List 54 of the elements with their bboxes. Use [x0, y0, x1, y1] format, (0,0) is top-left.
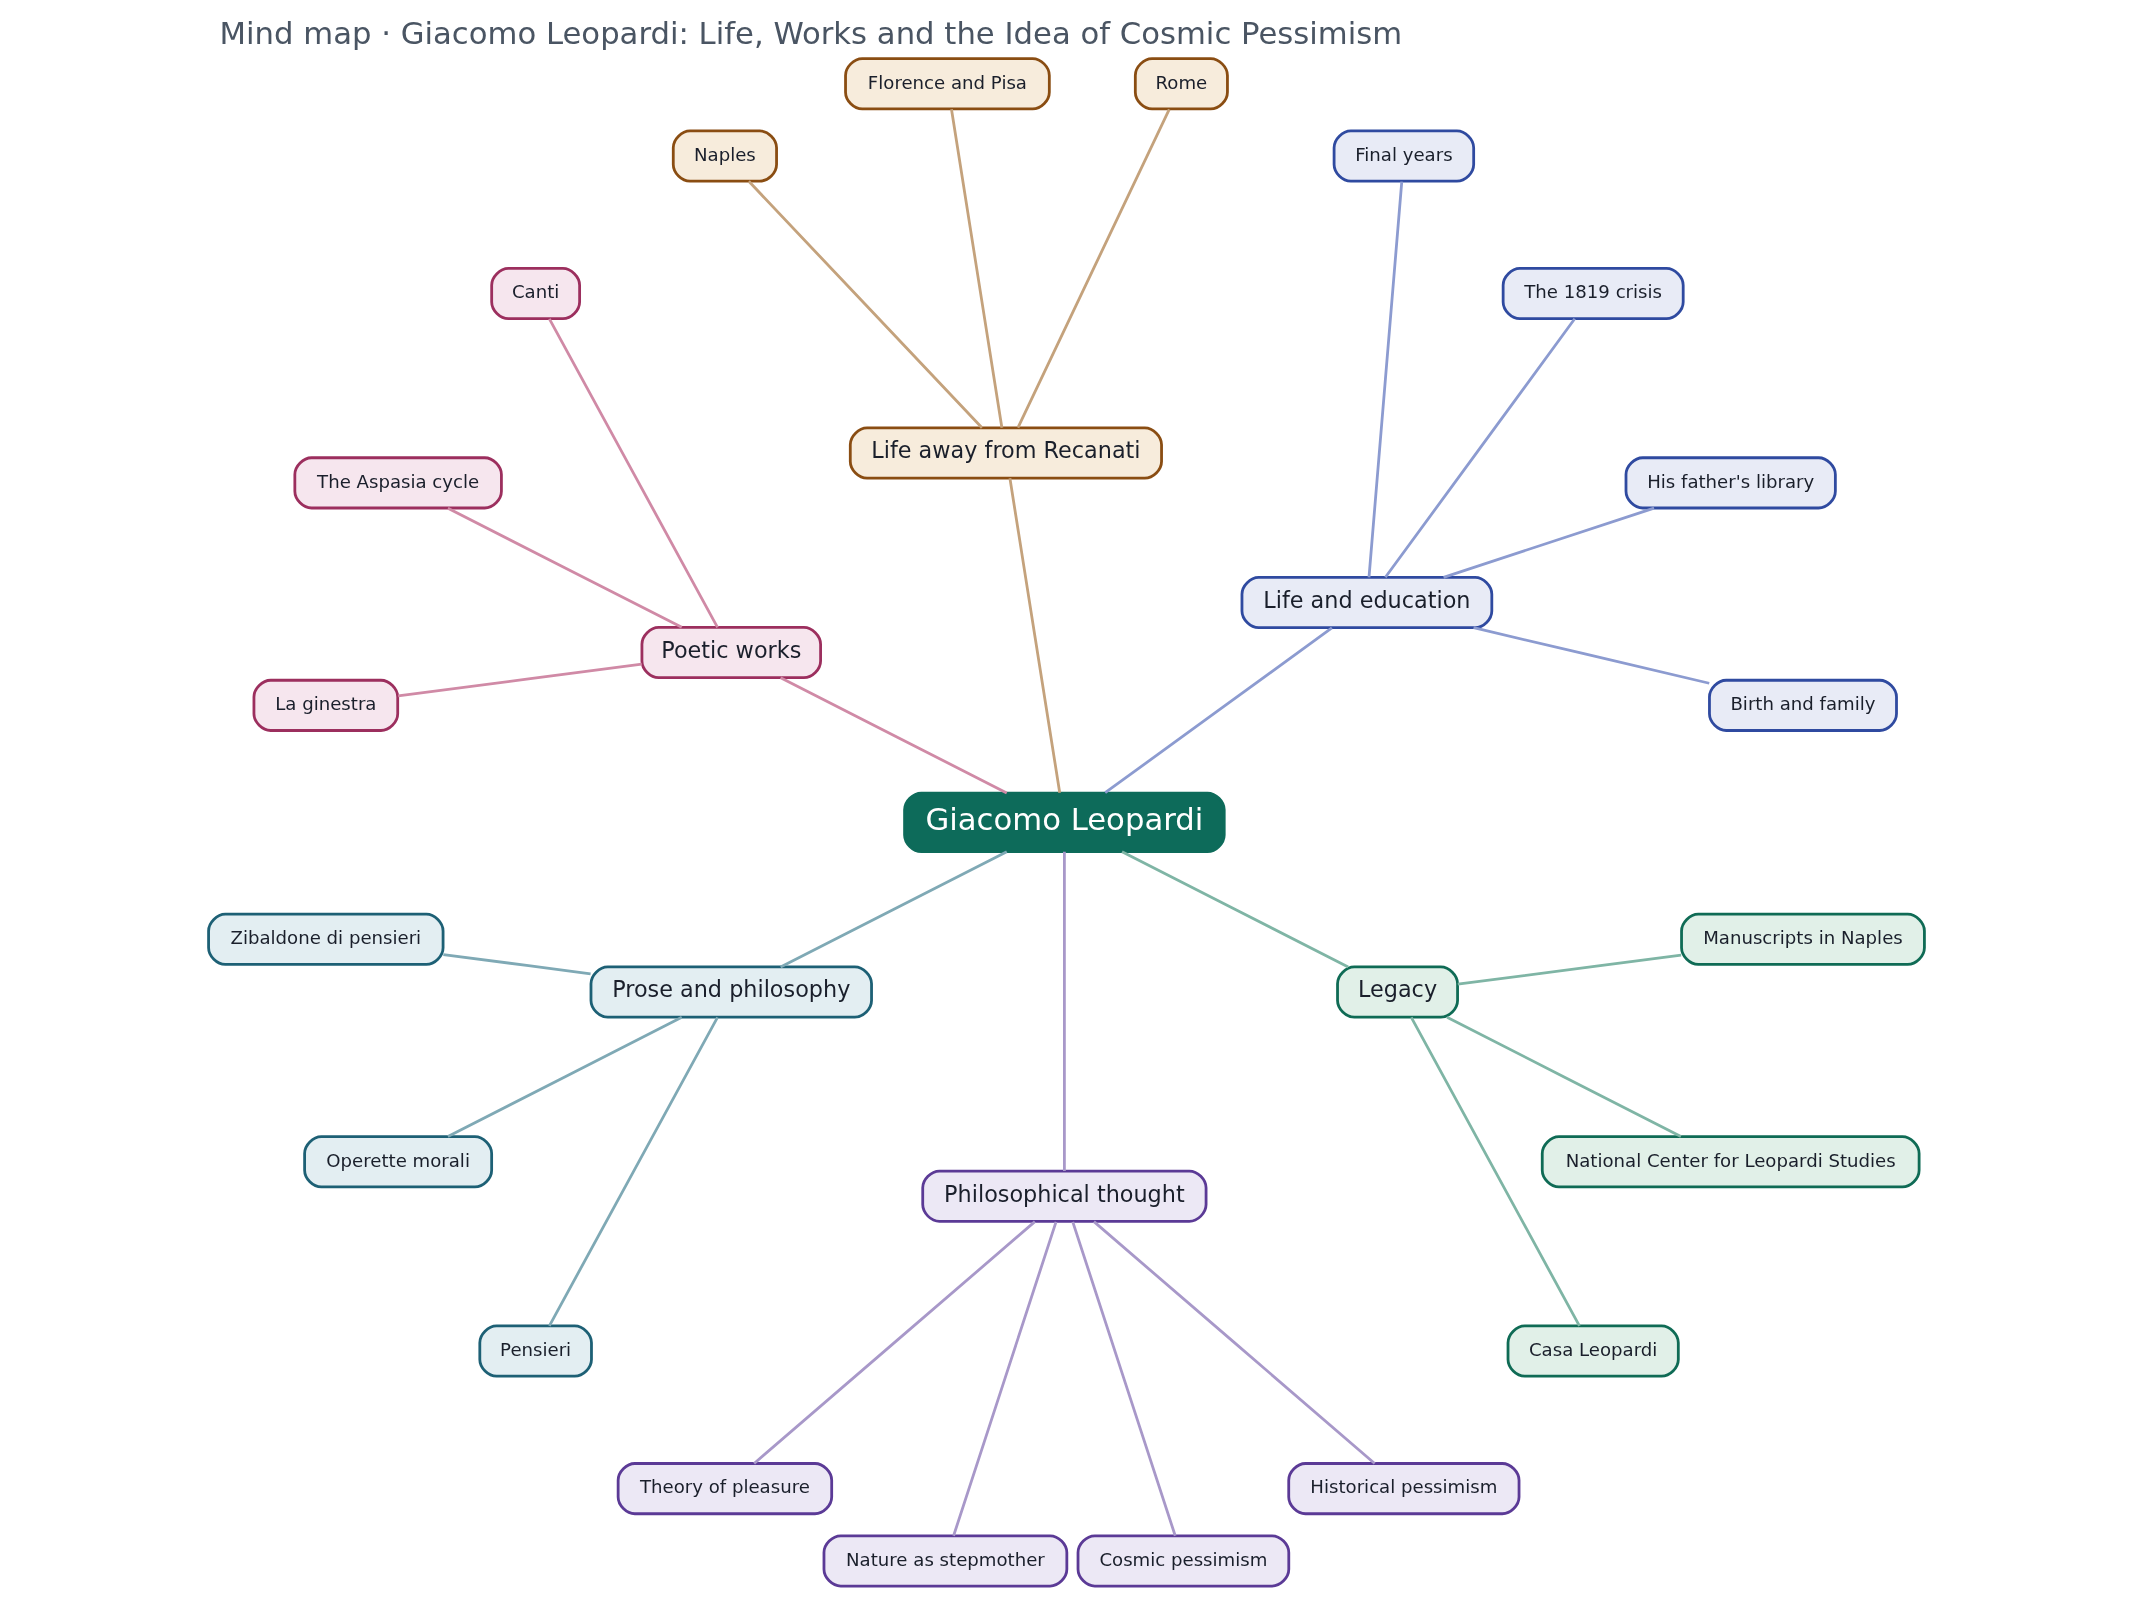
connector — [447, 1016, 683, 1138]
node-box: The Aspasia cycle — [293, 456, 503, 510]
connector — [1104, 626, 1333, 794]
node-box: Pensieri — [478, 1324, 593, 1378]
node-box: The 1819 crisis — [1501, 267, 1685, 321]
node-box: Canti — [490, 267, 581, 321]
node-box: Casa Leopardi — [1506, 1324, 1680, 1378]
connector — [443, 953, 591, 976]
connector — [1063, 851, 1066, 1171]
node-box: His father's library — [1624, 456, 1837, 510]
diagram-title: Mind map · Giacomo Leopardi: Life, Works and the Idea of Cosmic Pessimism — [219, 16, 1403, 52]
connector — [1410, 1016, 1581, 1327]
connector — [1384, 317, 1576, 579]
connector — [952, 1221, 1058, 1537]
connector — [950, 109, 1004, 428]
node-box: Cosmic pessimism — [1076, 1534, 1291, 1588]
node-box: Giacomo Leopardi — [903, 791, 1226, 854]
connector — [1093, 1220, 1376, 1465]
connector — [780, 850, 1008, 969]
connector — [548, 1016, 719, 1327]
connector — [780, 676, 1008, 795]
connector — [398, 662, 642, 698]
node-box: Theory of pleasure — [616, 1462, 834, 1516]
connector — [1121, 850, 1349, 969]
connector — [1457, 953, 1682, 986]
node-box: Historical pessimism — [1287, 1462, 1521, 1516]
connector — [1016, 108, 1171, 429]
connector — [548, 318, 719, 628]
node-box: Final years — [1332, 129, 1476, 183]
node-box: Poetic works — [640, 626, 822, 680]
connector — [747, 180, 983, 429]
node-box: Life away from Recanati — [848, 426, 1163, 480]
node-box: Florence and Pisa — [844, 57, 1051, 111]
connector — [1071, 1221, 1177, 1537]
node-box: Legacy — [1336, 965, 1459, 1019]
node-box: Prose and philosophy — [589, 965, 873, 1019]
connector — [1446, 1016, 1682, 1138]
connector — [447, 506, 683, 629]
connector — [1367, 181, 1404, 578]
connector — [1008, 478, 1062, 793]
node-box: Nature as stepmother — [822, 1534, 1069, 1588]
node-box: Philosophical thought — [921, 1169, 1208, 1223]
node-box: Rome — [1133, 57, 1229, 111]
node-box: Operette morali — [303, 1135, 494, 1189]
connector — [1443, 506, 1655, 579]
node-box: Naples — [671, 129, 778, 183]
connector — [753, 1220, 1036, 1465]
node-box: La ginestra — [252, 678, 400, 732]
node-box: National Center for Leopardi Studies — [1540, 1135, 1921, 1189]
node-box: Birth and family — [1708, 678, 1898, 732]
connector — [1473, 626, 1710, 685]
node-box: Life and education — [1240, 576, 1494, 630]
node-box: Zibaldone di pensieri — [207, 912, 445, 966]
node-box: Manuscripts in Naples — [1680, 912, 1926, 966]
